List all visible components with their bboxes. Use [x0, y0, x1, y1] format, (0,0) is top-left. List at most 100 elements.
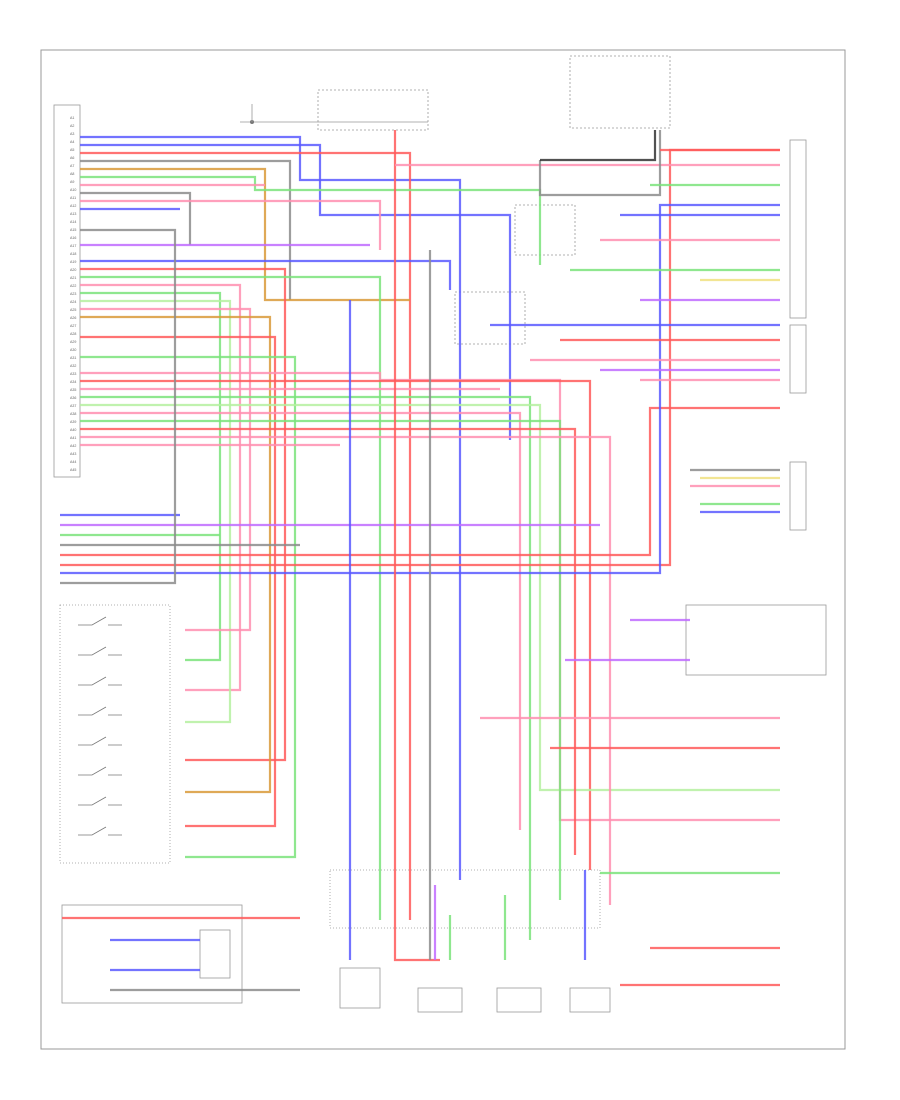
- connector-pin-label: A12: [70, 204, 76, 208]
- blue-wire: [60, 203, 780, 575]
- connector-pin-label: A44: [70, 460, 76, 464]
- green-wire: [80, 395, 532, 940]
- top-right-connector: [569, 55, 671, 129]
- connector-pin-label: A27: [70, 324, 76, 328]
- wire-harness: [60, 130, 780, 992]
- connector-pin-label: A22: [70, 284, 76, 288]
- red-wire: [80, 379, 592, 870]
- connector-pin-label: A8: [70, 172, 74, 176]
- left-control-module: A1A2A3A4A5A6A7A8A9A10A11A12A13A14A15A16A…: [53, 104, 81, 478]
- red-wire: [60, 406, 780, 557]
- left-connector-pins: A1A2A3A4A5A6A7A8A9A10A11A12A13A14A15A16A…: [70, 116, 76, 472]
- connector-pin-label: A1: [70, 116, 74, 120]
- connector-pin-label: A4: [70, 140, 74, 144]
- connector-pin-label: A41: [70, 436, 76, 440]
- pink-wire: [80, 283, 242, 692]
- connector-pin-label: A18: [70, 252, 76, 256]
- green-wire: [80, 175, 542, 265]
- pink-wire: [80, 307, 252, 632]
- connector-pin-label: A21: [70, 276, 76, 280]
- gray-wire: [80, 159, 292, 300]
- right-module-middle: [789, 324, 807, 394]
- connector-pin-label: A40: [70, 428, 76, 432]
- connector-pin-label: A45: [70, 468, 76, 472]
- connector-pin-label: A24: [70, 300, 76, 304]
- blue-wire: [80, 143, 512, 440]
- connector-pin-label: A31: [70, 356, 76, 360]
- red-wire: [393, 130, 440, 962]
- right-switch-box: [685, 604, 827, 676]
- connector-pin-label: A29: [70, 340, 76, 344]
- left-switches: [78, 616, 122, 836]
- sensor-2-body: [417, 987, 463, 1013]
- top-center-components: [240, 89, 429, 131]
- red-wire: [80, 427, 577, 855]
- red-wire: [80, 335, 277, 828]
- switch-contact: [78, 766, 122, 776]
- switch-contact: [78, 736, 122, 746]
- switch-contact: [78, 706, 122, 716]
- connector-pin-label: A23: [70, 292, 76, 296]
- switch-contact: [78, 796, 122, 806]
- switch-contact: [78, 826, 122, 836]
- gray-wire: [538, 130, 662, 197]
- lightgreen-wire: [80, 403, 780, 792]
- connector-pin-label: A6: [70, 156, 74, 160]
- connector-pin-label: A38: [70, 412, 76, 416]
- connector-pin-label: A3: [70, 132, 74, 136]
- connector-pin-label: A30: [70, 348, 76, 352]
- connector-pin-label: A7: [70, 164, 74, 168]
- red-wire: [80, 267, 287, 762]
- diagram-frame: [40, 49, 846, 1050]
- connector-pin-label: A2: [70, 124, 74, 128]
- connector-pin-label: A42: [70, 444, 76, 448]
- center-relay-block: [454, 204, 576, 345]
- green-wire: [80, 291, 222, 662]
- black-wire: [540, 130, 657, 162]
- switch-contact: [78, 676, 122, 686]
- connector-pin-label: A9: [70, 180, 74, 184]
- green-wire: [80, 275, 382, 920]
- connector-pin-label: A33: [70, 372, 76, 376]
- connector-pin-label: A36: [70, 396, 76, 400]
- connector-pin-label: A34: [70, 380, 76, 384]
- green-wire: [80, 355, 297, 859]
- connector-pin-label: A35: [70, 388, 76, 392]
- gray-wire: [80, 191, 192, 245]
- connector-pin-label: A20: [70, 268, 76, 272]
- orange-wire: [80, 167, 410, 302]
- bottom-left-switch-module: [61, 904, 243, 1004]
- connector-pin-label: A5: [70, 148, 74, 152]
- switch-contact: [78, 646, 122, 656]
- connector-pin-label: A17: [70, 244, 76, 248]
- connector-pin-label: A10: [70, 188, 76, 192]
- pink-wire: [80, 411, 522, 830]
- blue-wire: [80, 259, 452, 290]
- connector-pin-label: A28: [70, 332, 76, 336]
- connector-pin-label: A16: [70, 236, 76, 240]
- green-wire: [80, 419, 562, 900]
- sensor-4-body: [569, 987, 611, 1013]
- connector-pin-label: A15: [70, 228, 76, 232]
- connector-pin-label: A37: [70, 404, 76, 408]
- gray-wire: [60, 228, 177, 585]
- connector-pin-label: A25: [70, 308, 76, 312]
- left-switch-column: [59, 604, 171, 864]
- pink-wire: [80, 199, 382, 250]
- connector-pin-label: A11: [70, 196, 76, 200]
- sensor-3-body: [496, 987, 542, 1013]
- switch-contact: [78, 616, 122, 626]
- lightgreen-wire: [80, 299, 232, 724]
- red-wire: [80, 151, 412, 920]
- right-module-lower: [789, 461, 807, 531]
- connector-pin-label: A19: [70, 260, 76, 264]
- connector-pin-label: A39: [70, 420, 76, 424]
- bottom-sensors: [329, 869, 611, 1013]
- connector-pin-label: A14: [70, 220, 76, 224]
- connector-pin-label: A13: [70, 212, 76, 216]
- connector-pin-label: A43: [70, 452, 76, 456]
- sensor-1-body: [339, 967, 381, 1009]
- connector-pin-label: A32: [70, 364, 76, 368]
- connector-pin-label: A26: [70, 316, 76, 320]
